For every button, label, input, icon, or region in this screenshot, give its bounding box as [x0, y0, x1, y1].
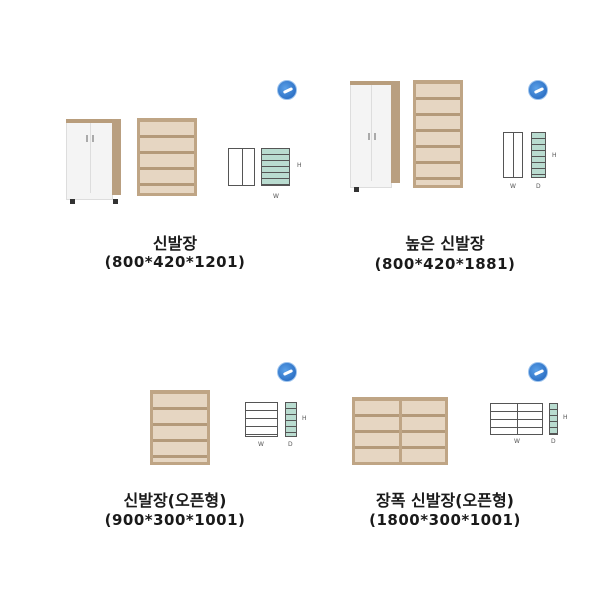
front-diagram [503, 132, 523, 178]
product-photo-open-cabinet [352, 397, 448, 465]
product-name: 장폭 신발장(오픈형) [376, 491, 514, 510]
product-dimensions: (800*420*1881) [374, 255, 516, 273]
height-label: H [552, 152, 557, 159]
width-label: W [258, 441, 264, 448]
shelf-diagram [549, 403, 558, 435]
certification-badge-icon [277, 80, 297, 100]
product-photo-closed-cabinet [350, 81, 400, 192]
height-label: H [297, 162, 302, 169]
depth-label: D [551, 438, 556, 445]
front-diagram [245, 402, 278, 437]
shelf-diagram [285, 402, 297, 437]
certification-badge-icon [277, 362, 297, 382]
height-label: H [302, 415, 307, 422]
certification-badge-icon [528, 80, 548, 100]
product-name: 신발장 [152, 234, 198, 253]
product-photo-open-cabinet [137, 118, 197, 196]
product-name: 신발장(오픈형) [123, 491, 227, 510]
depth-label: D [536, 183, 541, 190]
width-label: W [273, 193, 279, 200]
product-dimensions: (800*420*1201) [104, 253, 246, 271]
product-photo-open-cabinet [150, 390, 210, 465]
width-label: W [510, 183, 516, 190]
product-name: 높은 신발장 [405, 234, 485, 253]
front-diagram [490, 403, 543, 435]
depth-label: D [288, 441, 293, 448]
product-photo-open-cabinet [413, 80, 463, 188]
height-label: H [563, 414, 568, 421]
shelf-diagram [261, 148, 290, 186]
shelf-diagram [531, 132, 546, 178]
width-label: W [514, 438, 520, 445]
front-diagram [228, 148, 255, 186]
product-dimensions: (1800*300*1001) [369, 511, 521, 529]
product-photo-closed-cabinet [66, 119, 121, 204]
product-dimensions: (900*300*1001) [104, 511, 246, 529]
certification-badge-icon [528, 362, 548, 382]
